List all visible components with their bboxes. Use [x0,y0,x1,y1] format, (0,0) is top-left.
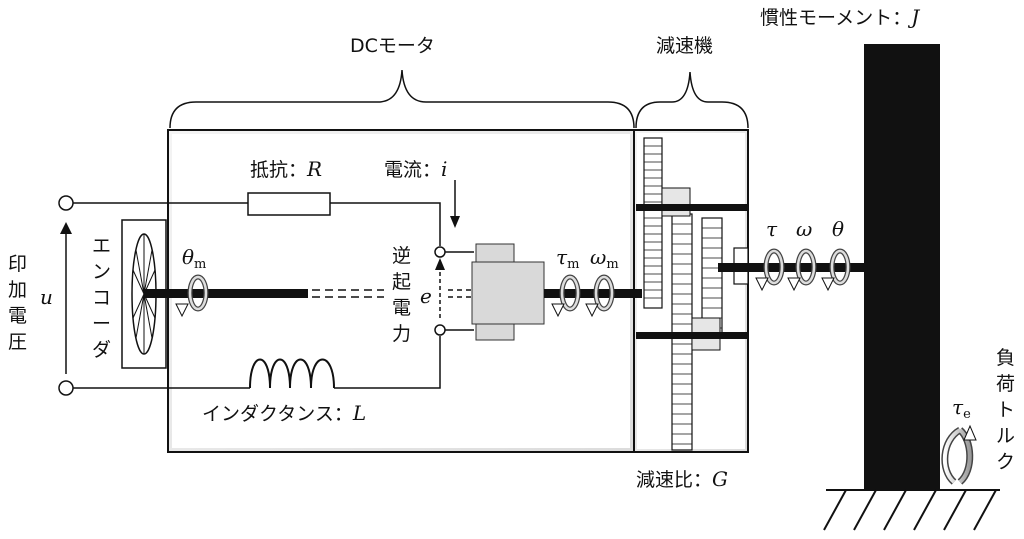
svg-text:電: 電 [8,305,27,327]
terminal-bottom [58,380,74,396]
voltage-symbol: u [40,285,53,309]
rotation-arrow-tau-m-icon [551,274,581,318]
rotation-arrow-theta-m-icon [175,274,209,318]
rotation-arrow-omega-icon [787,248,817,292]
output-shaft [718,263,868,272]
svg-text:ー: ー [92,313,111,335]
current-arrow-icon [450,216,460,228]
svg-text:ダ: ダ [92,339,111,361]
resistor [247,192,331,216]
encoder-label: エ ン コ ー ダ [92,235,111,361]
tau-e-symbol: τe [952,395,971,422]
motor-output-shaft [544,289,642,298]
omega-symbol: ω [796,217,812,241]
dc-motor-label: DCモータ [350,35,435,57]
terminal-top [58,195,74,211]
svg-text:ト: ト [996,399,1015,421]
reducer-brace [635,71,749,129]
omega-m-symbol: ωm [590,245,619,272]
svg-text:印: 印 [8,253,27,275]
inductor [249,358,335,389]
svg-text:起: 起 [392,271,411,293]
gear-shaft-lower [636,332,748,339]
motor-shaft [144,289,308,298]
gear-ratio-label: 減速比：G [636,467,728,491]
voltage-arrow-icon [60,222,72,234]
rotation-arrow-omega-m-icon [585,274,615,318]
svg-text:ク: ク [996,451,1015,473]
motor-coupling [471,243,545,341]
svg-text:エ: エ [92,235,111,257]
inertia-label: 慣性モーメント：J [760,5,920,29]
circuit-bottom-wire [73,336,441,389]
theta-m-symbol: θm [182,245,206,272]
svg-text:ル: ル [996,425,1015,447]
motor-brace [169,69,635,129]
inertia-block [864,44,940,490]
back-emf-symbol: e [420,284,432,308]
back-emf-label: 逆 起 電 力 [392,245,411,345]
rotation-arrow-theta-icon [821,248,851,292]
svg-text:負: 負 [996,347,1015,369]
svg-text:力: 力 [392,323,411,345]
svg-text:電: 電 [392,297,411,319]
inductance-label: インダクタンス：L [202,401,366,425]
gear-pinion [643,137,663,309]
svg-text:ン: ン [92,261,111,283]
rotation-arrow-tau-icon [755,248,785,292]
svg-text:圧: 圧 [8,331,27,353]
reducer-label: 減速機 [656,35,713,57]
resistor-label: 抵抗：R [250,157,322,181]
load-torque-arrow-icon [941,424,977,485]
load-torque-label: 負 荷 ト ル ク [996,347,1015,473]
ground [823,489,1000,531]
tau-symbol: τ [766,217,778,241]
gear-shaft-upper [636,204,748,211]
tau-m-symbol: τm [556,245,579,272]
svg-text:逆: 逆 [392,245,411,267]
back-emf-arrow-icon [435,258,445,270]
svg-text:コ: コ [92,287,111,309]
theta-symbol: θ [832,217,844,241]
current-label: 電流：i [384,157,447,181]
voltage-label: 印 加 電 圧 [8,253,27,353]
circuit-top-wire [73,202,441,246]
svg-text:加: 加 [8,279,27,301]
svg-text:荷: 荷 [996,373,1015,395]
